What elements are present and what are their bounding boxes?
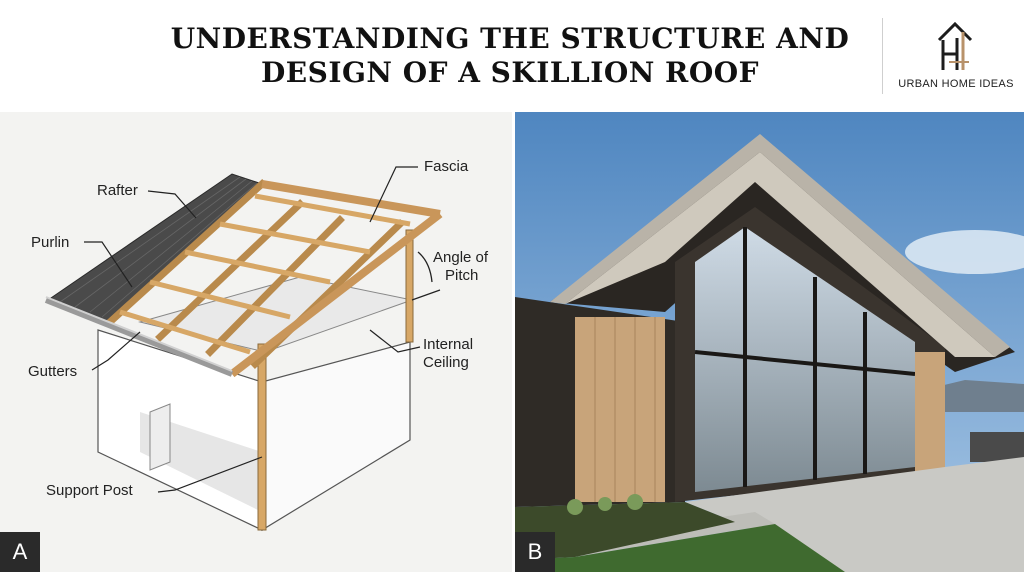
leader-lines [84, 166, 421, 493]
pitch-arc [417, 251, 433, 283]
header-divider [882, 18, 883, 94]
panel-a-diagram: Rafter Fascia Purlin Angle of Pitch Inte… [0, 112, 512, 572]
label-angle-of-pitch: Angle of Pitch [433, 249, 489, 284]
brand-name: URBAN HOME IDEAS [898, 78, 1014, 90]
concrete-patio [685, 457, 1024, 572]
back-post [405, 229, 414, 343]
support-post [257, 343, 267, 531]
roof-ribs [59, 176, 258, 318]
label-purlin: Purlin [31, 234, 70, 251]
header: UNDERSTANDING THE STRUCTURE AND DESIGN O… [0, 0, 1024, 112]
gutter [44, 297, 234, 377]
house-photo [515, 112, 1024, 572]
partition-wall [149, 403, 171, 471]
label-rafter: Rafter [97, 182, 138, 199]
panel-b-photo [515, 112, 1024, 572]
lawn [515, 524, 845, 572]
badge-b: B [515, 532, 555, 572]
badge-a: A [0, 532, 40, 572]
label-support-post: Support Post [46, 482, 133, 499]
purlins [119, 193, 411, 355]
house-logo-icon [937, 21, 973, 70]
cloud [905, 230, 1024, 274]
title-line-2: DESIGN OF A SKILLION ROOF [261, 56, 759, 89]
cedar-panel [575, 317, 665, 502]
window-frames [694, 227, 916, 487]
side-wall [261, 341, 411, 532]
front-fascia [229, 210, 443, 378]
fascia-board [261, 180, 441, 218]
label-internal-ceiling: Internal Ceiling [423, 336, 474, 371]
garden-bed [515, 502, 735, 560]
label-gutters: Gutters [28, 363, 78, 380]
label-fascia: Fascia [424, 158, 469, 175]
title-line-1: UNDERSTANDING THE STRUCTURE AND [170, 22, 850, 55]
page-title: UNDERSTANDING THE STRUCTURE AND DESIGN O… [150, 22, 870, 90]
skillion-roof-diagram [44, 166, 443, 532]
glazing [695, 227, 915, 492]
